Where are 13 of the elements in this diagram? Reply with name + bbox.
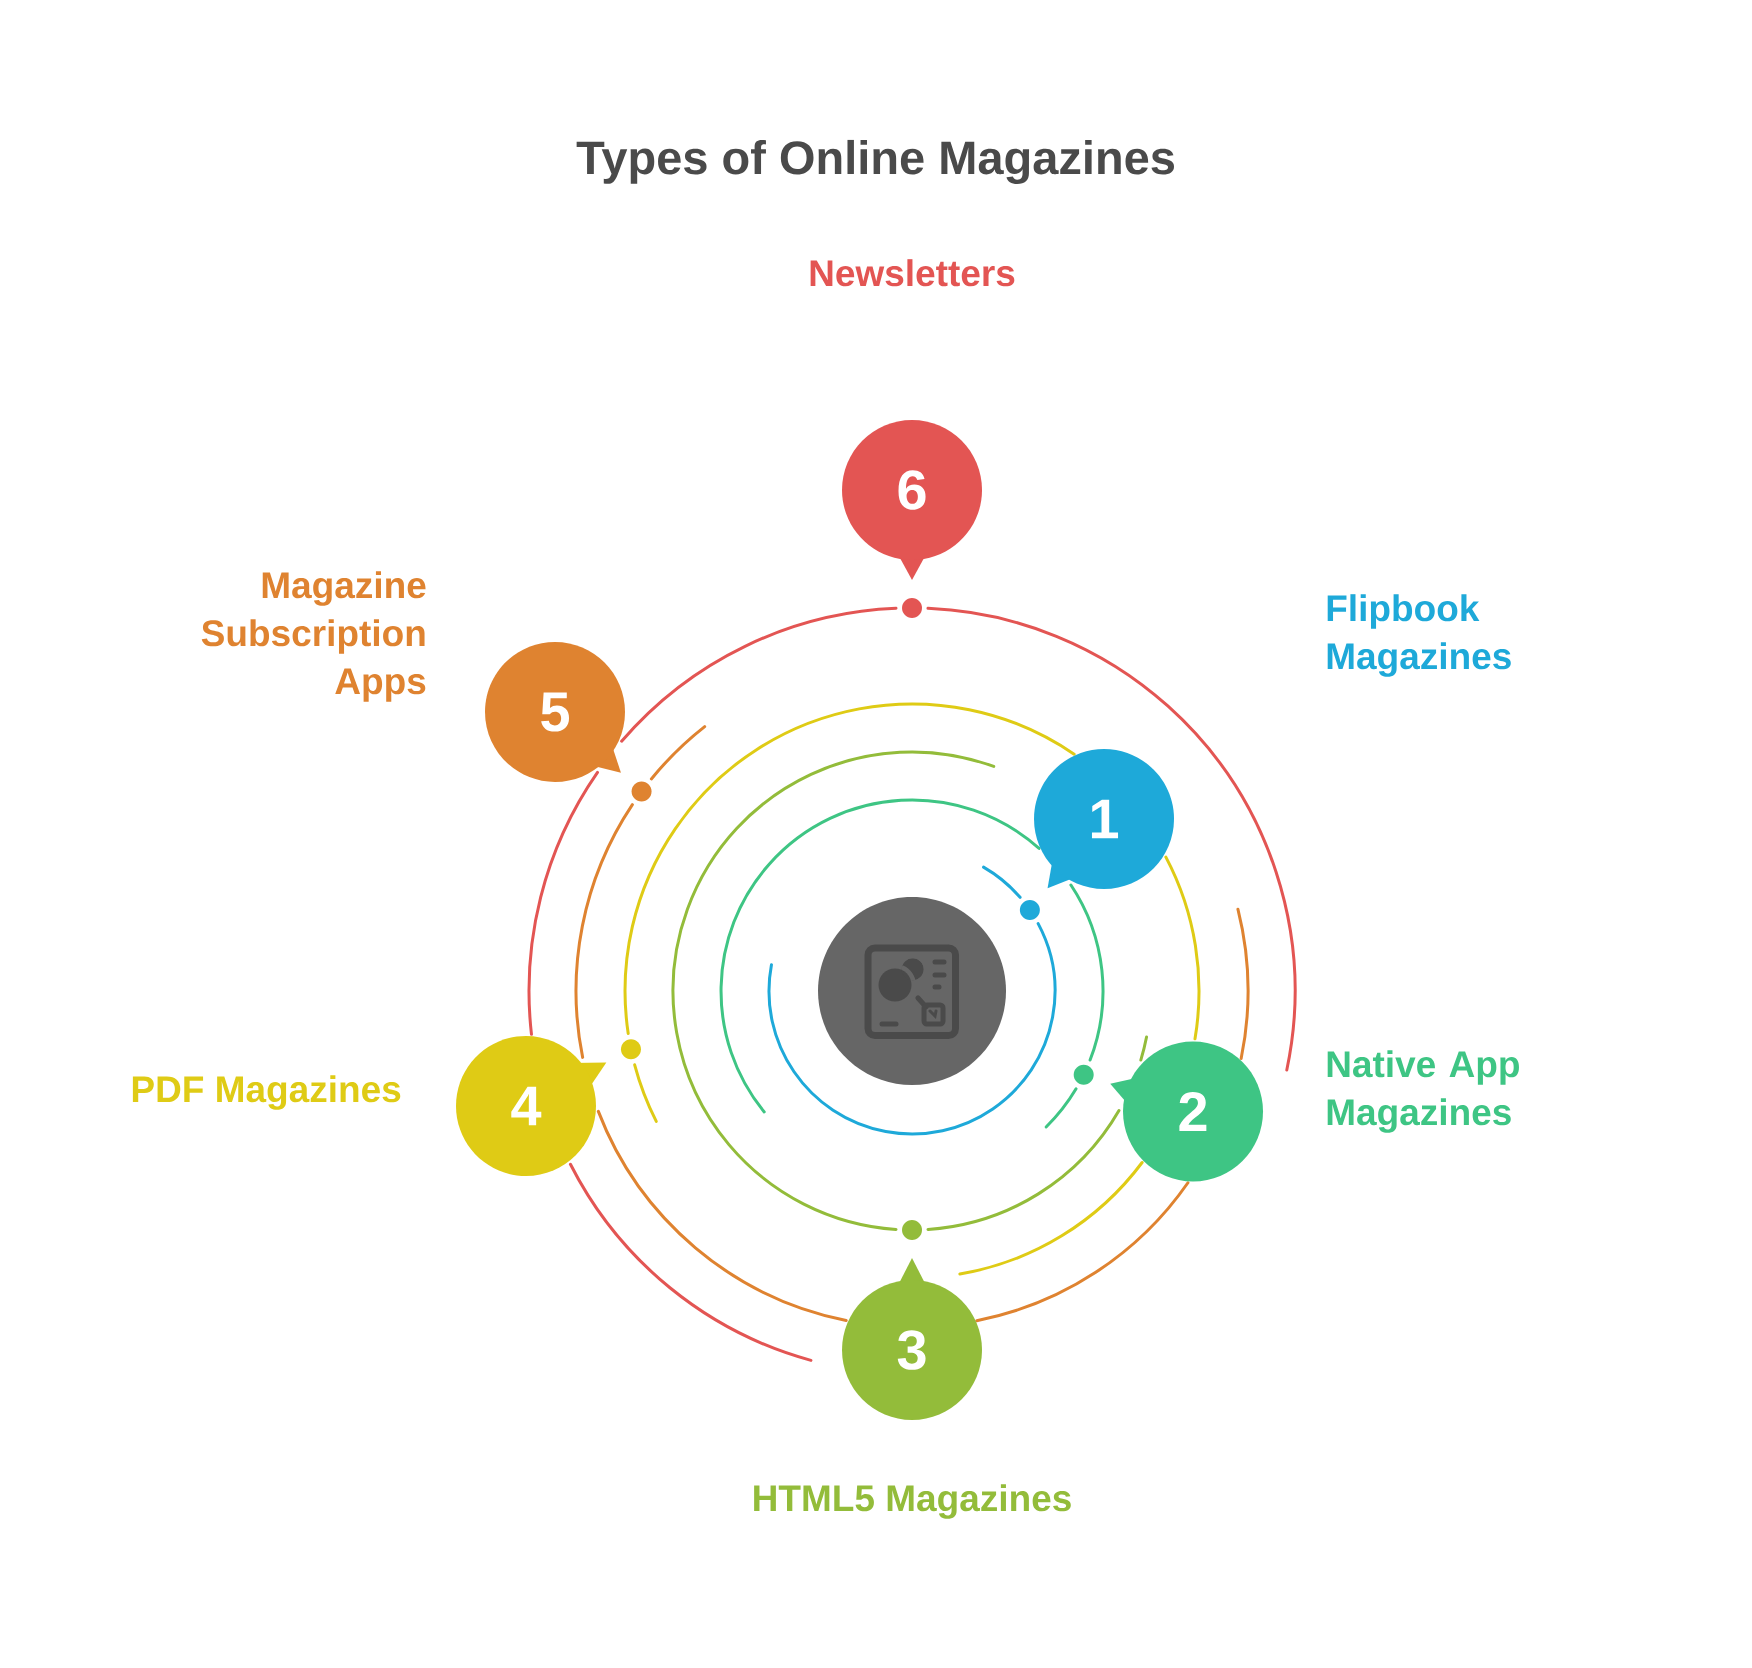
number-bubble: 2 (1110, 1041, 1263, 1182)
category-label: Magazine Subscription Apps (201, 571, 426, 702)
category-label: PDF Magazines (132, 1075, 401, 1110)
title: Types of Online Magazines (576, 139, 1174, 184)
category-label: Native App Magazines (1327, 1050, 1519, 1133)
number-bubble: 5 (485, 642, 625, 782)
category-label: Flipbook Magazines (1327, 594, 1511, 677)
number-bubble: 3 (842, 1258, 982, 1420)
number-bubble: 4 (456, 1036, 607, 1176)
category-label: Newsletters (810, 259, 1015, 287)
number-bubble: 1 (1034, 749, 1174, 889)
number-bubble: 6 (842, 420, 982, 580)
category-label: HTML5 Magazines (754, 1484, 1071, 1519)
